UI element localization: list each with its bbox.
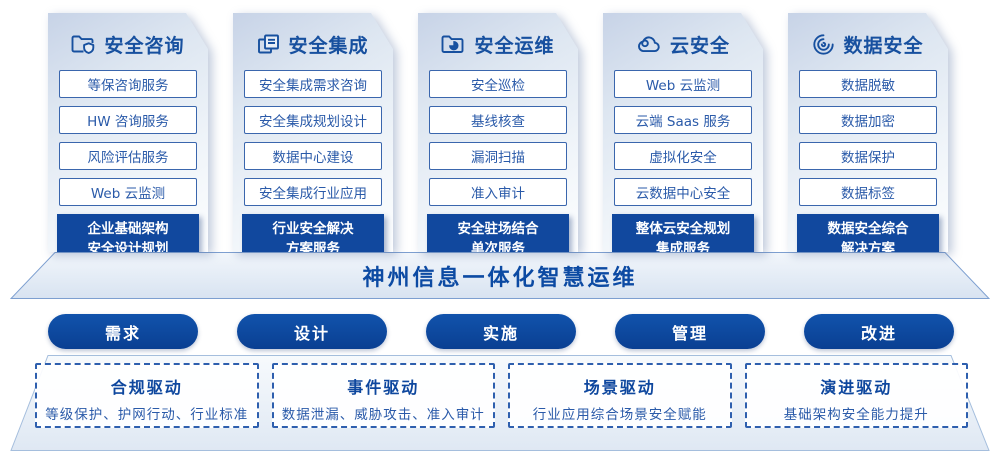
solution-line: 安全设计规划 <box>87 241 169 258</box>
service-item: 安全集成规划设计 <box>244 106 382 134</box>
driver-title: 事件驱动 <box>347 378 420 397</box>
phase-pill-design: 设计 <box>237 314 387 349</box>
phase-pill-row: 需求 设计 实施 管理 改进 <box>48 314 954 349</box>
card-body: 安全集成 安全集成需求咨询 安全集成规划设计 数据中心建设 安全集成行业应用 行… <box>233 13 393 252</box>
card-title: 安全咨询 <box>104 34 185 57</box>
solution-box: 整体云安全规划 集成服务 <box>612 214 754 258</box>
service-item: 数据脱敏 <box>799 70 937 98</box>
solution-line: 数据安全综合 <box>827 221 909 237</box>
card-title: 数据安全 <box>843 34 924 57</box>
service-item: 准入审计 <box>429 178 567 206</box>
solution-line: 单次服务 <box>471 241 525 258</box>
driver-box-compliance: 合规驱动 等级保护、护网行动、行业标准 <box>35 363 259 428</box>
service-item: 安全集成行业应用 <box>244 178 382 206</box>
cloud-icon <box>636 34 662 54</box>
service-item: 数据加密 <box>799 106 937 134</box>
solution-box: 企业基础架构 安全设计规划 <box>57 214 199 258</box>
service-list: 安全集成需求咨询 安全集成规划设计 数据中心建设 安全集成行业应用 <box>233 70 393 206</box>
solution-line: 集成服务 <box>656 241 710 258</box>
solution-line: 解决方案 <box>841 241 895 258</box>
service-item: 数据标签 <box>799 178 937 206</box>
service-item: 风险评估服务 <box>59 142 197 170</box>
banner-title: 神州信息一体化智慧运维 <box>362 265 638 291</box>
driver-desc: 等级保护、护网行动、行业标准 <box>45 407 249 423</box>
solution-line: 安全驻场结合 <box>457 221 539 237</box>
card-body: 安全运维 安全巡检 基线核查 漏洞扫描 准入审计 安全驻场结合 单次服务 <box>418 13 578 252</box>
service-item: 安全巡检 <box>429 70 567 98</box>
folder-pie-icon <box>441 34 466 55</box>
driver-box-incident: 事件驱动 数据泄漏、威胁攻击、准入审计 <box>271 363 495 428</box>
service-item: 云数据中心安全 <box>614 178 752 206</box>
card-title: 安全集成 <box>288 34 369 57</box>
solution-box: 数据安全综合 解决方案 <box>797 214 939 258</box>
card-header: 安全集成 <box>233 13 393 58</box>
card-security-integration: 安全集成 安全集成需求咨询 安全集成规划设计 数据中心建设 安全集成行业应用 行… <box>233 13 393 252</box>
solution-line: 企业基础架构 <box>87 221 169 237</box>
driver-desc: 数据泄漏、威胁攻击、准入审计 <box>281 407 485 423</box>
service-item: 数据中心建设 <box>244 142 382 170</box>
card-security-operations: 安全运维 安全巡检 基线核查 漏洞扫描 准入审计 安全驻场结合 单次服务 <box>418 13 578 252</box>
driver-title: 合规驱动 <box>110 378 183 397</box>
service-list: 等保咨询服务 HW 咨询服务 风险评估服务 Web 云监测 <box>48 70 208 206</box>
solution-box: 安全驻场结合 单次服务 <box>427 214 569 258</box>
service-list: Web 云监测 云端 Saas 服务 虚拟化安全 云数据中心安全 <box>603 70 763 206</box>
phase-pill-demand: 需求 <box>48 314 198 349</box>
solution-line: 方案服务 <box>286 241 340 258</box>
card-security-consulting: 安全咨询 等保咨询服务 HW 咨询服务 风险评估服务 Web 云监测 企业基础架… <box>48 13 208 252</box>
card-header: 安全咨询 <box>48 13 208 58</box>
card-title: 安全运维 <box>474 34 555 57</box>
banner-trapezoid-shape <box>10 252 990 299</box>
folder-shield-icon <box>71 34 96 55</box>
driver-desc: 行业应用综合场景安全赋能 <box>532 407 707 423</box>
card-header: 云安全 <box>603 13 763 58</box>
service-item: 云端 Saas 服务 <box>614 106 752 134</box>
service-item: 基线核查 <box>429 106 567 134</box>
phase-pill-implementation: 实施 <box>426 314 576 349</box>
driver-box-evolution: 演进驱动 基础架构安全能力提升 <box>744 363 968 428</box>
service-item: 安全集成需求咨询 <box>244 70 382 98</box>
driver-row: 合规驱动 等级保护、护网行动、行业标准 事件驱动 数据泄漏、威胁攻击、准入审计 … <box>35 363 968 428</box>
fingerprint-icon <box>812 33 835 56</box>
service-item: HW 咨询服务 <box>59 106 197 134</box>
driver-title: 演进驱动 <box>820 378 893 397</box>
card-title: 云安全 <box>669 34 730 57</box>
phase-pill-management: 管理 <box>615 314 765 349</box>
card-data-security: 数据安全 数据脱敏 数据加密 数据保护 数据标签 数据安全综合 解决方案 <box>788 13 948 252</box>
service-item: Web 云监测 <box>614 70 752 98</box>
service-list: 数据脱敏 数据加密 数据保护 数据标签 <box>788 70 948 206</box>
driver-title: 场景驱动 <box>583 378 656 397</box>
service-item: 虚拟化安全 <box>614 142 752 170</box>
solution-line: 整体云安全规划 <box>635 221 731 237</box>
driver-box-scenario: 场景驱动 行业应用综合场景安全赋能 <box>508 363 732 428</box>
service-item: 数据保护 <box>799 142 937 170</box>
card-header: 安全运维 <box>418 13 578 58</box>
documents-copy-icon <box>257 34 280 55</box>
service-item: 漏洞扫描 <box>429 142 567 170</box>
platform-banner: 神州信息一体化智慧运维 <box>10 252 990 299</box>
solution-box: 行业安全解决 方案服务 <box>242 214 384 258</box>
driver-desc: 基础架构安全能力提升 <box>783 407 929 423</box>
solution-line: 行业安全解决 <box>272 221 354 237</box>
card-body: 数据安全 数据脱敏 数据加密 数据保护 数据标签 数据安全综合 解决方案 <box>788 13 948 252</box>
card-body: 云安全 Web 云监测 云端 Saas 服务 虚拟化安全 云数据中心安全 整体云… <box>603 13 763 252</box>
service-list: 安全巡检 基线核查 漏洞扫描 准入审计 <box>418 70 578 206</box>
card-cloud-security: 云安全 Web 云监测 云端 Saas 服务 虚拟化安全 云数据中心安全 整体云… <box>603 13 763 252</box>
phase-pill-improvement: 改进 <box>804 314 954 349</box>
service-item: 等保咨询服务 <box>59 70 197 98</box>
card-body: 安全咨询 等保咨询服务 HW 咨询服务 风险评估服务 Web 云监测 企业基础架… <box>48 13 208 252</box>
service-item: Web 云监测 <box>59 178 197 206</box>
card-header: 数据安全 <box>788 13 948 58</box>
